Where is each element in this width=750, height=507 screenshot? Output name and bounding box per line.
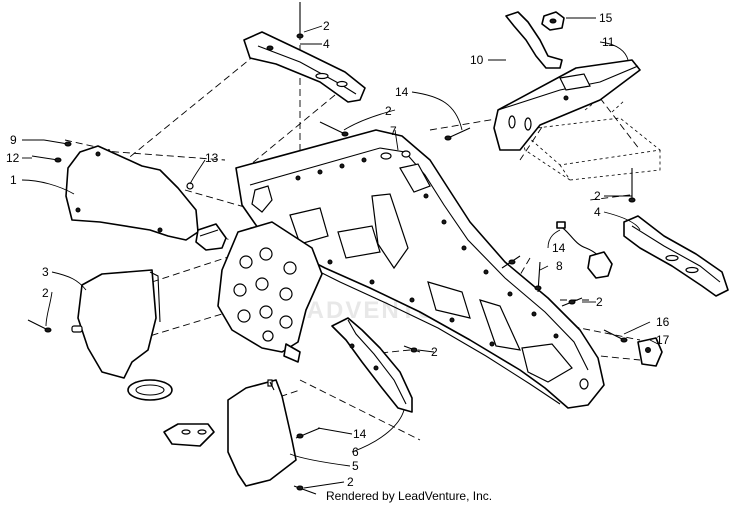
wire-connector: [556, 221, 613, 279]
callout-9: 9: [10, 133, 17, 147]
callout-2: 2: [42, 286, 49, 300]
render-credit: Rendered by LeadVenture, Inc.: [326, 489, 493, 503]
callout-12: 12: [6, 151, 20, 165]
footrest-outline: [519, 97, 661, 181]
nut-15: [541, 11, 565, 31]
bumper-block-13: [186, 182, 227, 251]
callout-2: 2: [431, 345, 438, 359]
bracket-4-top: [243, 31, 366, 103]
callout-8: 8: [556, 259, 563, 273]
callout-5: 5: [352, 459, 359, 473]
callout-2: 2: [347, 475, 354, 489]
callout-15: 15: [599, 11, 613, 25]
callout-2: 2: [594, 189, 601, 203]
callout-14: 14: [353, 427, 367, 441]
bracket-17: [637, 337, 663, 367]
callout-11: 11: [602, 35, 615, 49]
callout-13: 13: [205, 151, 219, 165]
skid-holes: [233, 247, 297, 342]
bracket-10: [505, 11, 563, 69]
callout-6: 6: [352, 445, 359, 459]
plate-6: [331, 317, 413, 413]
callout-14: 14: [395, 85, 409, 99]
callout-4: 4: [594, 205, 601, 219]
guard-3: [71, 269, 173, 401]
main-frame: [235, 129, 605, 409]
panel-5: [163, 379, 297, 487]
panel-1: [65, 145, 199, 241]
frame-cutouts: [251, 150, 589, 390]
bracket-11: [493, 59, 641, 151]
callout-7: 7: [390, 124, 397, 138]
callout-2: 2: [385, 104, 392, 118]
callout-4: 4: [323, 37, 330, 51]
leader-lines: [21, 17, 659, 489]
callout-2: 2: [596, 295, 603, 309]
fasteners: [27, 2, 636, 495]
callout-16: 16: [656, 315, 670, 329]
callout-14: 14: [552, 241, 566, 255]
bracket-4-right: [623, 215, 729, 297]
callout-2: 2: [323, 19, 330, 33]
callout-3: 3: [42, 265, 49, 279]
callout-17: 17: [656, 333, 670, 347]
skid-plate: [217, 221, 323, 363]
callout-10: 10: [470, 53, 484, 67]
callout-labels: 1 2 2 2 2 2 2 2 3 4 4 5 6 7 8 9 10 11 12…: [6, 11, 670, 489]
callout-1: 1: [10, 173, 17, 187]
